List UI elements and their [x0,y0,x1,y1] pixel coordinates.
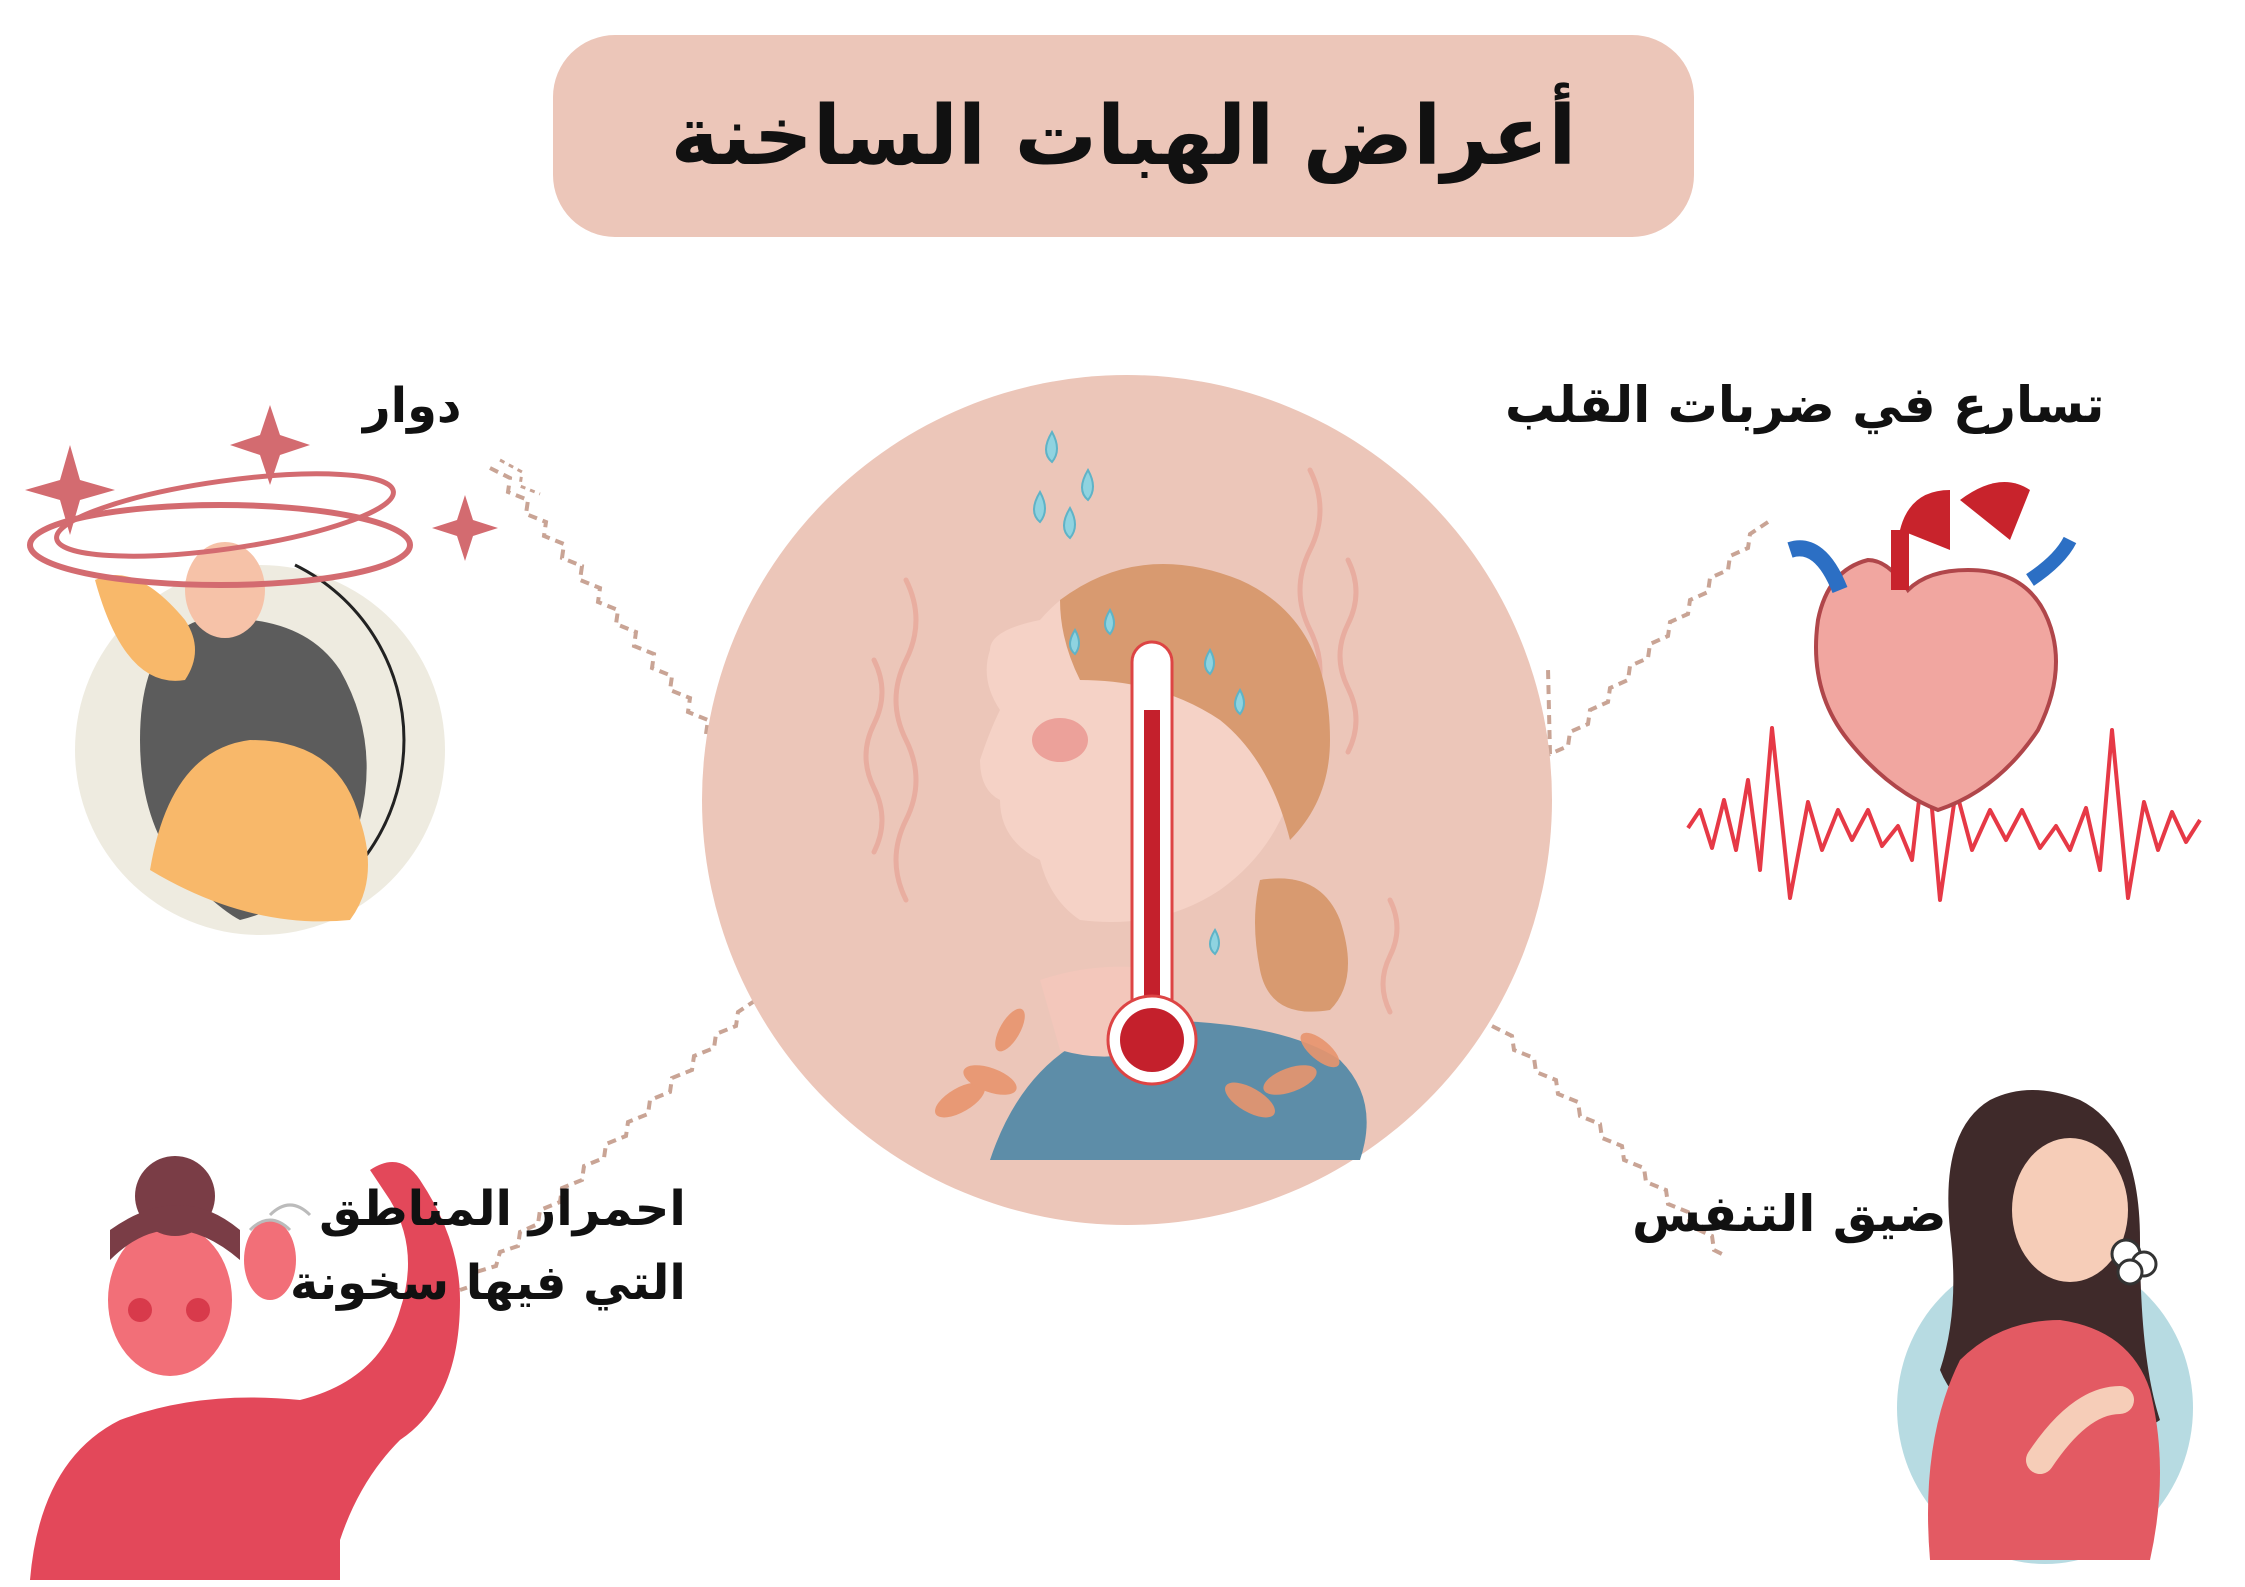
symptom-flush-line2: التي فيها سخونة [290,1255,686,1311]
symptom-breath-label: ضيق التنفس [1632,1185,1947,1243]
symptom-dizziness-label: دوار [363,378,462,434]
symptom-flush-label: احمرار المناطق التي فيها سخونة [290,1172,686,1320]
page-title: أعراض الهبات الساخنة [670,88,1577,184]
title-banner: أعراض الهبات الساخنة [553,35,1694,237]
symptom-heart-rate-label: تسارع في ضربات القلب [1505,376,2105,434]
symptom-flush-line1: احمرار المناطق [319,1181,686,1237]
